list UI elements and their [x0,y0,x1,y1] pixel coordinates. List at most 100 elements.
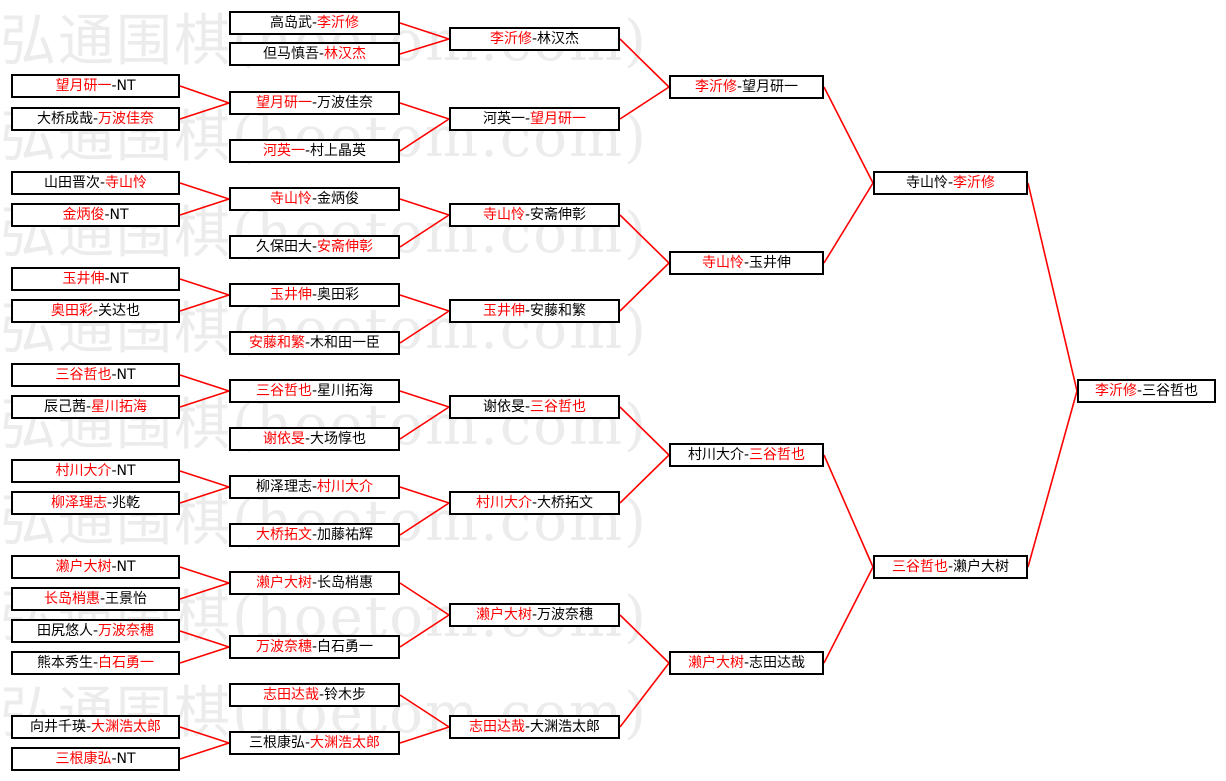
player-2-name: NT [116,78,136,94]
player-1-name: 大桥拓文 [255,527,312,543]
match-box: 玉井伸-安藤和繁 [449,299,620,323]
player-2-name: NT [116,367,136,383]
player-1-name: 望月研一 [55,78,112,94]
player-1-name: 寺山怜 [269,191,312,207]
player-2-name: 三谷哲也 [530,399,587,415]
match-box: 望月研一-NT [11,74,180,98]
player-2-name: 大渊浩太郎 [91,719,162,735]
match-box: 谢依旻-三谷哲也 [449,395,620,419]
match-box: 大桥成哉-万波佳奈 [11,107,180,131]
player-2-name: NT [109,271,129,287]
bracket-connector [619,38,670,88]
bracket-connector [823,86,874,184]
player-2-name: 大渊浩太郎 [310,735,381,751]
match-box: 高岛武-李沂修 [229,11,400,35]
bracket-connector [399,310,450,344]
player-2-name: 关达也 [98,303,141,319]
player-2-name: 大场惇也 [310,431,367,447]
player-1-name: 柳泽理志 [255,479,312,495]
player-2-name: 李沂修 [953,175,996,191]
bracket-connector [179,726,230,744]
bracket-connector [399,726,450,744]
match-box: 田尻悠人-万波奈穗 [11,619,180,643]
player-1-name: 村川大介 [687,447,744,463]
bracket-connector [179,182,230,200]
player-2-name: 加藤祐辉 [317,527,374,543]
player-2-name: NT [116,751,136,767]
bracket-connector [179,294,230,312]
player-2-name: 寺山怜 [105,175,148,191]
match-box: 寺山怜-玉井伸 [669,251,824,275]
match-box: 玉井伸-奥田彩 [229,283,400,307]
player-2-name: NT [116,559,136,575]
player-2-name: 大渊浩太郎 [530,719,601,735]
match-box: 三根康弘-大渊浩太郎 [229,731,400,755]
player-1-name: 濑户大树 [475,607,532,623]
match-box: 村川大介-三谷哲也 [669,443,824,467]
player-1-name: 三根康弘 [248,735,305,751]
player-1-name: 三谷哲也 [255,383,312,399]
player-1-name: 万波奈穗 [255,639,312,655]
match-box: 谢依旻-大场惇也 [229,427,400,451]
bracket-connector [619,86,670,120]
bracket-connector [1027,182,1078,392]
player-1-name: 金炳俊 [62,207,105,223]
bracket-connector [1027,390,1078,568]
match-box: 濑户大树-志田达哉 [669,651,824,675]
player-1-name: 李沂修 [1094,383,1137,399]
match-box: 濑户大树-长岛梢惠 [229,571,400,595]
player-2-name: 望月研一 [530,111,587,127]
player-1-name: 河英一 [262,143,305,159]
match-box: 河英一-村上晶英 [229,139,400,163]
match-box: 金炳俊-NT [11,203,180,227]
player-1-name: 濑户大树 [687,655,744,671]
match-box: 向井千瑛-大渊浩太郎 [11,715,180,739]
match-box: 李沂修-望月研一 [669,75,824,99]
player-2-name: 奥田彩 [317,287,360,303]
bracket-connector [179,374,230,392]
player-2-name: NT [109,207,129,223]
bracket-connector [823,454,874,568]
match-box: 大桥拓文-加藤祐辉 [229,523,400,547]
match-box: 辰己茜-星川拓海 [11,395,180,419]
match-box: 柳泽理志-兆乾 [11,491,180,515]
match-box: 志田达哉-铃木步 [229,683,400,707]
bracket-connector [179,390,230,408]
player-2-name: 望月研一 [742,79,799,95]
player-1-name: 寺山怜 [905,175,948,191]
player-2-name: 万波佳奈 [317,95,374,111]
player-2-name: 王景怡 [105,591,148,607]
player-1-name: 谢依旻 [262,431,305,447]
match-box: 三根康弘-NT [11,747,180,771]
player-1-name: 三根康弘 [55,751,112,767]
player-2-name: 玉井伸 [749,255,792,271]
player-1-name: 濑户大树 [55,559,112,575]
match-box: 寺山怜-安斋伸彰 [449,203,620,227]
bracket-connector [179,486,230,504]
player-1-name: 河英一 [482,111,525,127]
player-2-name: 李沂修 [317,15,360,31]
player-2-name: 白石勇一 [317,639,374,655]
match-box: 柳泽理志-村川大介 [229,475,400,499]
bracket-connector [399,294,450,312]
player-1-name: 寺山怜 [482,207,525,223]
player-2-name: 三谷哲也 [1142,383,1199,399]
player-1-name: 向井千瑛 [29,719,86,735]
match-box: 李沂修-林汉杰 [449,27,620,51]
bracket-connector [399,390,450,408]
player-1-name: 寺山怜 [701,255,744,271]
match-box: 濑户大树-NT [11,555,180,579]
match-box: 河英一-望月研一 [449,107,620,131]
match-box: 三谷哲也-NT [11,363,180,387]
bracket-connector [179,102,230,120]
player-2-name: 濑户大树 [953,559,1010,575]
player-1-name: 长岛梢惠 [43,591,100,607]
player-1-name: 玉井伸 [62,271,105,287]
bracket-connector [823,566,874,664]
player-1-name: 玉井伸 [482,303,525,319]
bracket-connector [179,278,230,296]
bracket-connector [399,38,450,55]
player-1-name: 久保田大 [255,239,312,255]
player-2-name: 星川拓海 [317,383,374,399]
player-1-name: 山田晋次 [43,175,100,191]
